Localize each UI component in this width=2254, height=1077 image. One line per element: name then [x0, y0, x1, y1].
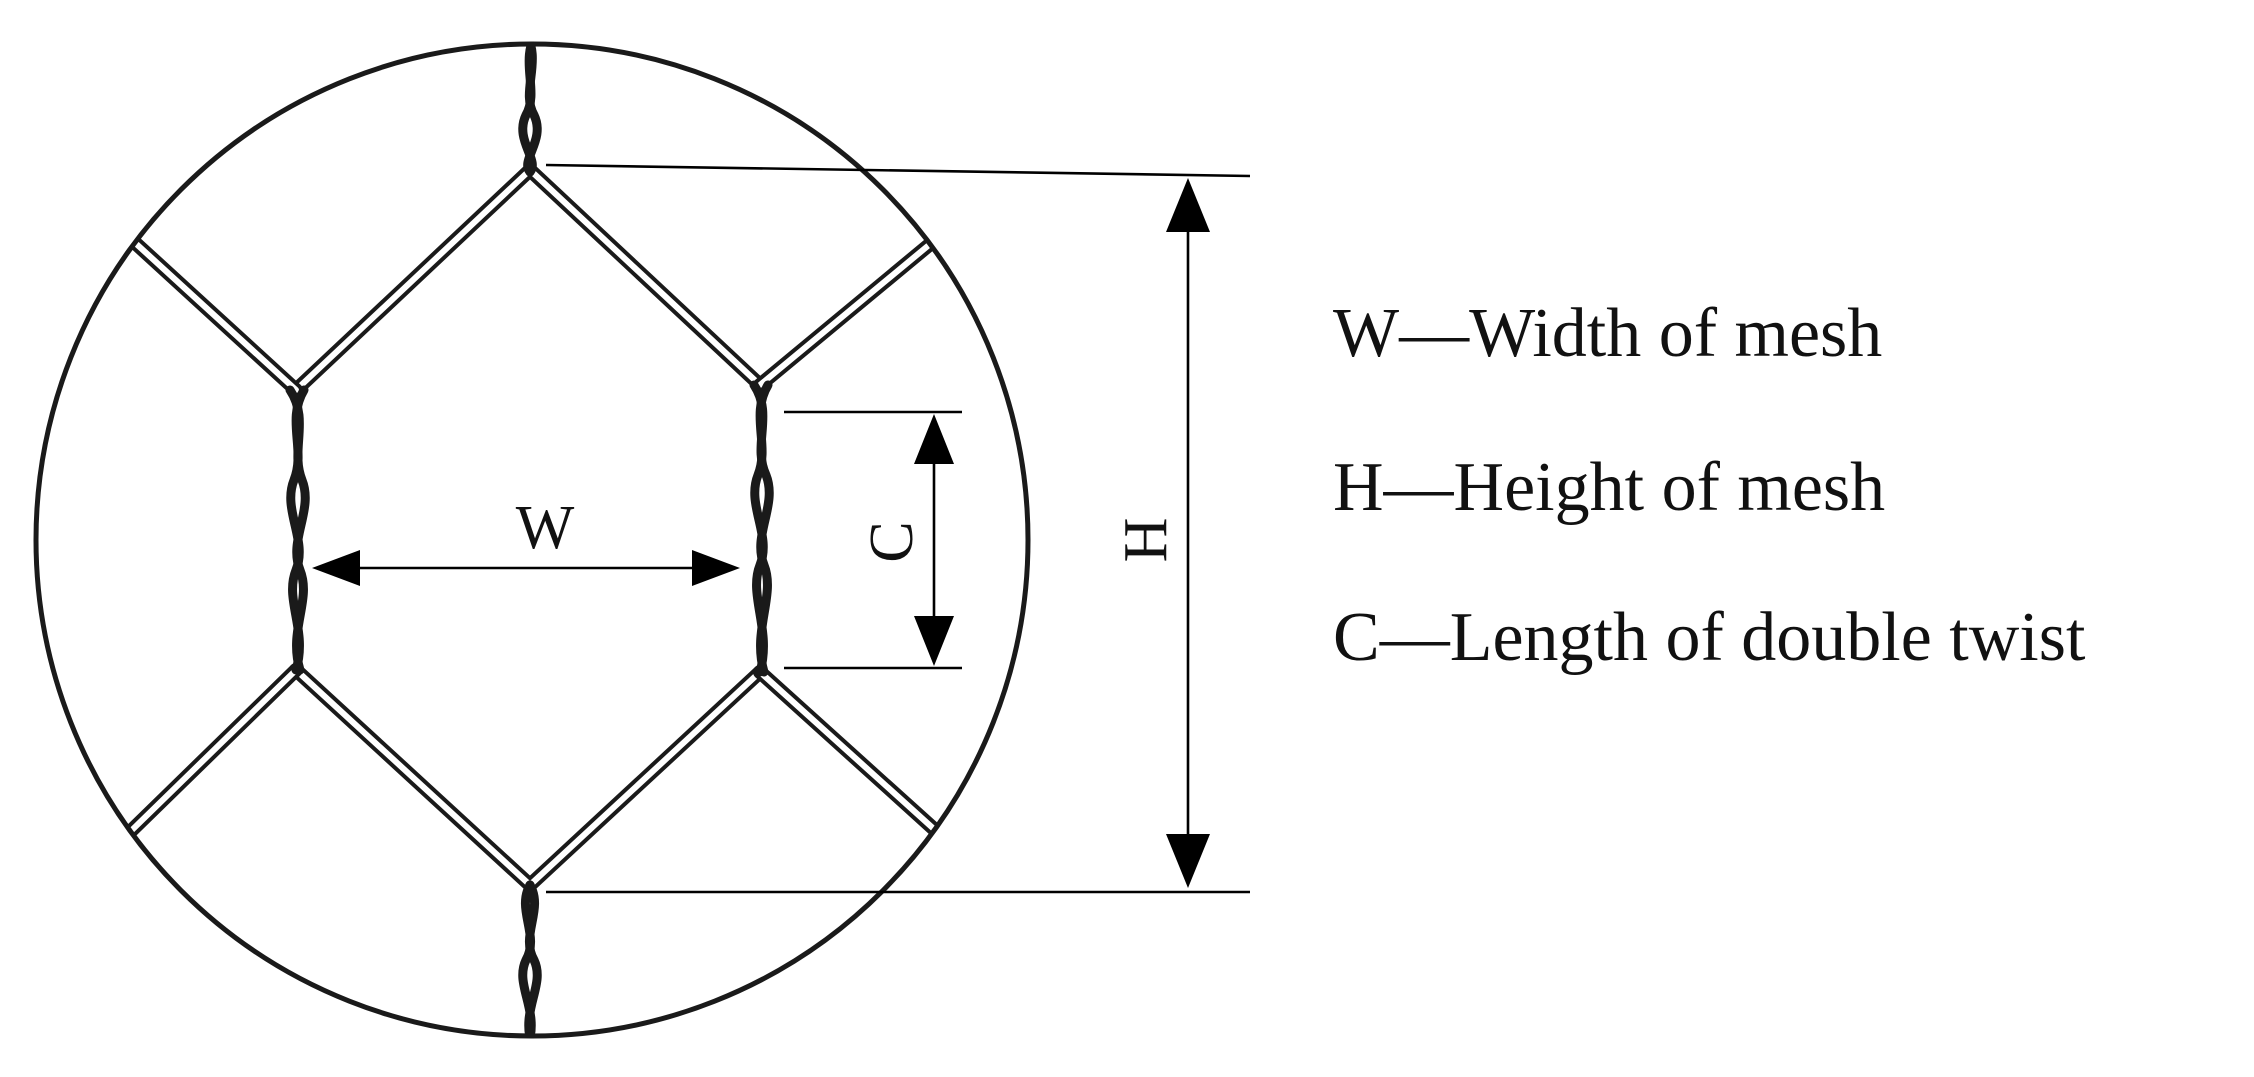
mesh-view-circle — [33, 41, 1031, 1039]
dimension-h-label: H — [1112, 518, 1180, 563]
mesh-wire-upper — [125, 163, 942, 397]
double-twist-top — [518, 44, 543, 177]
double-twist-left — [285, 385, 310, 675]
dimension-c-label: C — [858, 521, 926, 562]
dimension-w-label: W — [516, 494, 575, 562]
dimension-w: W — [312, 494, 740, 586]
double-twist-bottom — [518, 880, 542, 1036]
legend: W—Width of mesh H—Height of mesh C—Lengt… — [1333, 295, 2086, 676]
double-twist-right — [749, 380, 774, 677]
legend-item-width: W—Width of mesh — [1333, 295, 1882, 372]
legend-item-height: H—Height of mesh — [1333, 449, 1885, 526]
dimension-c: C — [784, 410, 962, 670]
dimension-h: H — [545, 163, 1251, 894]
mesh-wire-lower — [125, 663, 942, 892]
legend-item-double-twist: C—Length of double twist — [1333, 599, 2086, 676]
wire-mesh — [125, 44, 942, 1036]
